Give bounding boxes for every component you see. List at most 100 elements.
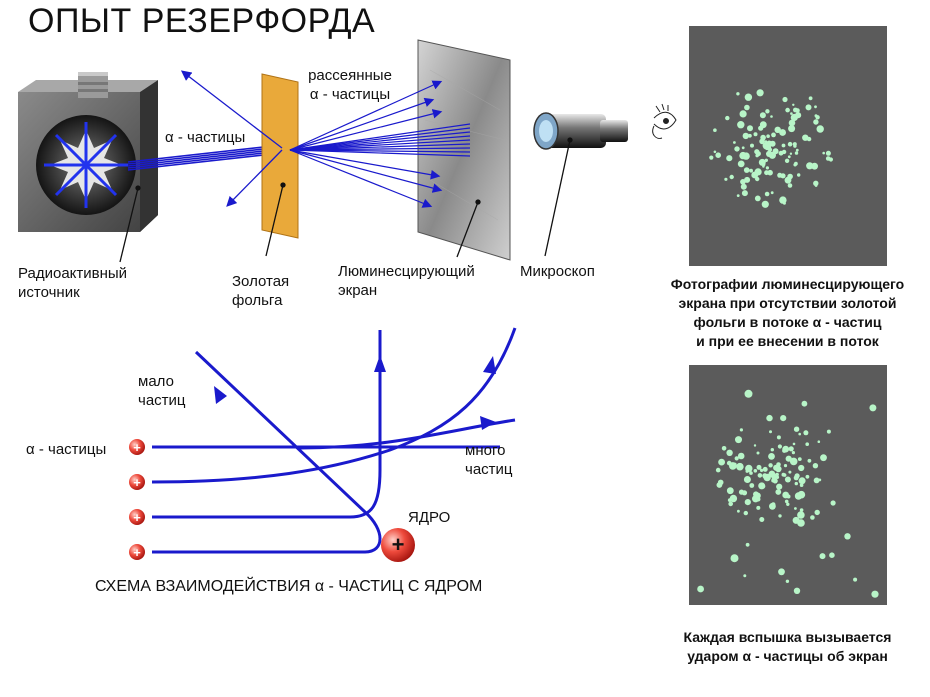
luminescent-spot [753, 132, 758, 137]
scheme-trajectories [151, 327, 517, 554]
luminescent-spot [798, 432, 801, 436]
luminescent-spot [735, 436, 742, 444]
luminescent-spot [728, 501, 733, 507]
luminescent-spot [782, 491, 790, 499]
luminescent-spot [822, 151, 825, 155]
luminescent-spot [739, 428, 743, 432]
luminescent-spot [744, 93, 753, 101]
luminescent-spot [758, 158, 766, 166]
luminescent-spot [756, 451, 760, 455]
luminescent-spot [709, 155, 714, 160]
luminescent-spot [734, 456, 739, 461]
luminescent-spot [749, 168, 753, 173]
luminescent-spot [757, 473, 763, 478]
luminescent-spot [786, 502, 790, 506]
luminescent-spot [743, 167, 750, 173]
gold-foil-icon [261, 73, 299, 239]
luminescent-spot [768, 463, 773, 468]
luminescent-spot [797, 173, 801, 177]
luminescent-spot [805, 474, 810, 479]
microscope-label: Микроскоп [520, 263, 595, 280]
luminescent-spot [805, 442, 809, 446]
photo-with-foil [689, 365, 887, 605]
proton-icon [129, 544, 145, 560]
luminescent-spot [799, 483, 804, 487]
luminescent-spot [812, 463, 819, 469]
luminescent-spot [743, 476, 751, 483]
luminescent-spot [785, 107, 790, 113]
luminescent-spot [768, 470, 776, 478]
luminescent-spot [748, 133, 752, 138]
luminescent-spot [798, 477, 806, 485]
luminescent-spot [715, 152, 721, 158]
scheme-arrows [214, 355, 496, 430]
luminescent-spot [794, 481, 798, 486]
luminescent-spot [806, 162, 814, 170]
luminescent-spot [777, 172, 783, 178]
luminescent-spot [765, 166, 769, 170]
luminescent-spot [741, 190, 748, 197]
luminescent-spot [802, 134, 809, 141]
luminescent-spot [825, 150, 831, 156]
scheme-alpha-label: α - частицы [26, 441, 107, 458]
luminescent-spot [770, 115, 773, 118]
luminescent-spot [801, 400, 808, 407]
luminescent-spot [717, 479, 724, 486]
luminescent-spot [726, 487, 734, 495]
luminescent-spot [807, 458, 812, 463]
scheme-caption: СХЕМА ВЗАИМОДЕЙСТВИЯ α - ЧАСТИЦ С ЯДРОМ [95, 578, 483, 595]
luminescent-spot [808, 96, 813, 101]
luminescent-spot [803, 430, 809, 436]
luminescent-spot [729, 494, 738, 503]
luminescent-spot [794, 151, 799, 155]
luminescent-spot [733, 141, 736, 144]
luminescent-spot [826, 429, 831, 434]
luminescent-spot [753, 469, 758, 473]
luminescent-spot [782, 448, 787, 453]
luminescent-spot [780, 415, 787, 422]
luminescent-spot [762, 473, 768, 479]
luminescent-spot [725, 115, 730, 121]
luminescent-spot [764, 140, 768, 143]
luminescent-spot [741, 146, 745, 150]
luminescent-spot [762, 466, 768, 472]
plus-sign: + [133, 475, 141, 490]
luminescent-spot [769, 430, 772, 434]
luminescent-spot [754, 149, 760, 155]
luminescent-spot [791, 451, 795, 455]
luminescent-spot [771, 132, 776, 138]
luminescent-spot [697, 585, 704, 593]
luminescent-spot [819, 553, 826, 560]
luminescent-spot [776, 462, 781, 467]
foil-label: Золотая фольга [232, 273, 290, 309]
luminescent-spot [775, 489, 782, 495]
luminescent-spot [788, 125, 796, 133]
luminescent-spot [721, 446, 727, 451]
luminescent-spot [772, 148, 779, 155]
luminescent-spot [788, 119, 796, 127]
luminescent-spot [737, 509, 740, 513]
luminescent-spot [743, 510, 748, 516]
luminescent-spot [817, 440, 821, 443]
luminescent-spot [814, 509, 820, 516]
luminescent-spot [764, 191, 770, 197]
luminescent-spot [778, 568, 785, 576]
few-particles-label: мало частиц [138, 373, 186, 409]
luminescent-spot [798, 464, 805, 472]
luminescent-spot [794, 507, 797, 510]
luminescent-spot [788, 470, 792, 474]
luminescent-spot [747, 125, 753, 132]
luminescent-spot [745, 464, 753, 473]
luminescent-spot [869, 404, 877, 412]
luminescent-spot [766, 140, 772, 146]
luminescent-spot [792, 142, 797, 147]
luminescent-spot [744, 499, 751, 506]
luminescent-spot [767, 147, 773, 152]
luminescent-spot [795, 148, 799, 152]
luminescent-spot [771, 478, 776, 483]
luminescent-spot [743, 574, 747, 578]
luminescent-spot [806, 136, 812, 142]
nucleus-label: ЯДРО [408, 509, 451, 526]
luminescent-spot [813, 180, 819, 186]
microscope-icon [533, 112, 628, 150]
